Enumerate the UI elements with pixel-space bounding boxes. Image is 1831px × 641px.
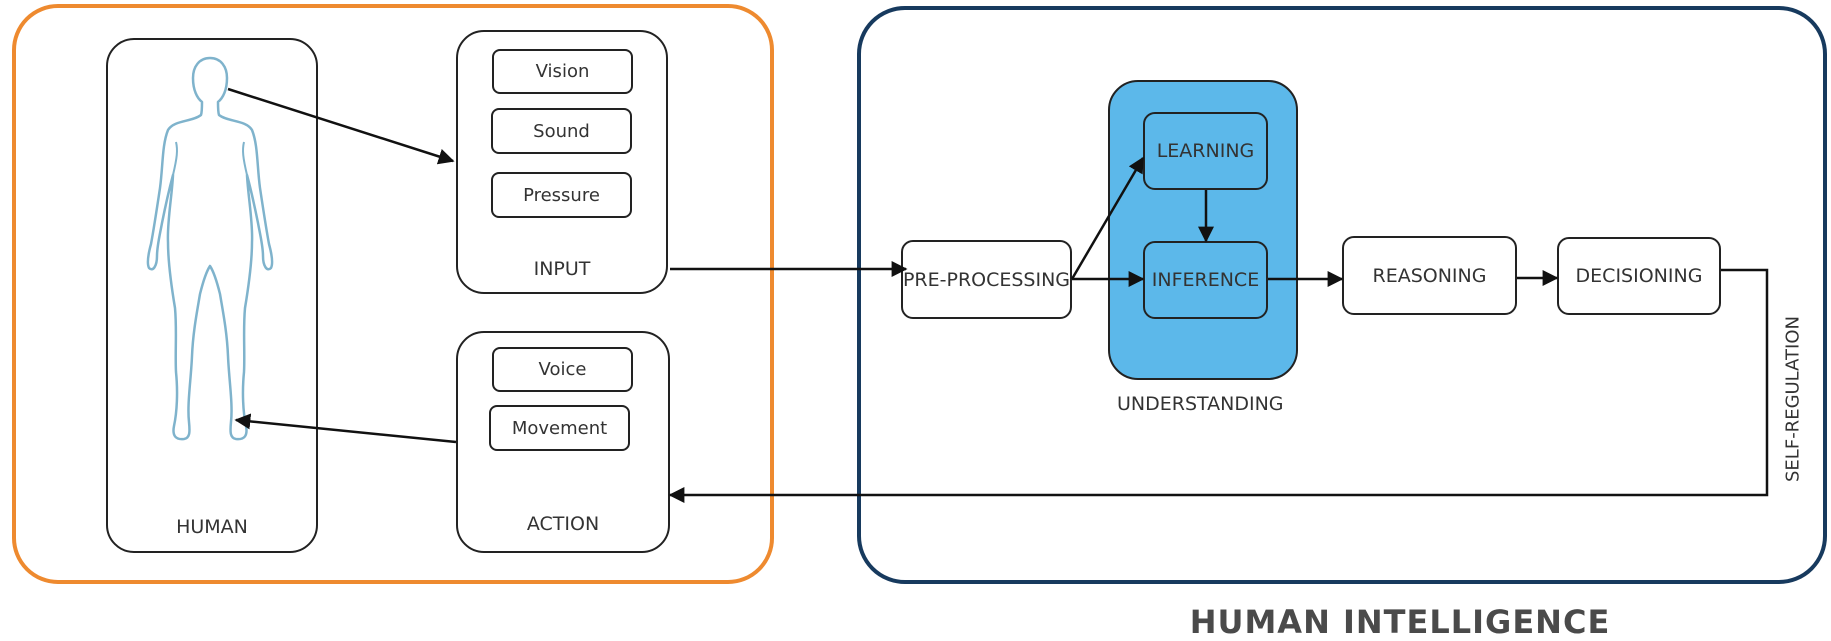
action-movement-chip: Movement [489,405,630,451]
input-label: INPUT [533,258,591,280]
action-label: ACTION [526,513,600,535]
input-sound-chip: Sound [491,108,632,154]
human-intelligence-frame [857,6,1827,584]
arrow-human-to-input [227,87,455,165]
human-figure-icon [146,56,274,441]
arrow-action-to-human [234,413,457,444]
arrow-preprocessing-to-learning [1070,156,1145,280]
footer-title: HUMAN INTELLIGENCE [1189,603,1611,641]
action-voice-chip: Voice [492,347,633,392]
understanding-label: UNDERSTANDING [1117,393,1284,415]
human-panel: HUMAN [106,38,318,553]
input-vision-chip: Vision [492,49,633,94]
input-pressure-chip: Pressure [491,172,632,218]
arrow-self-regulation-to-action [668,268,1769,503]
human-label: HUMAN [176,516,248,538]
reasoning-node: REASONING [1342,236,1517,315]
decisioning-node: DECISIONING [1557,237,1721,315]
human-interface-frame [12,4,774,584]
pre-processing-node: PRE-PROCESSING [901,240,1072,319]
learning-node: LEARNING [1143,112,1268,190]
